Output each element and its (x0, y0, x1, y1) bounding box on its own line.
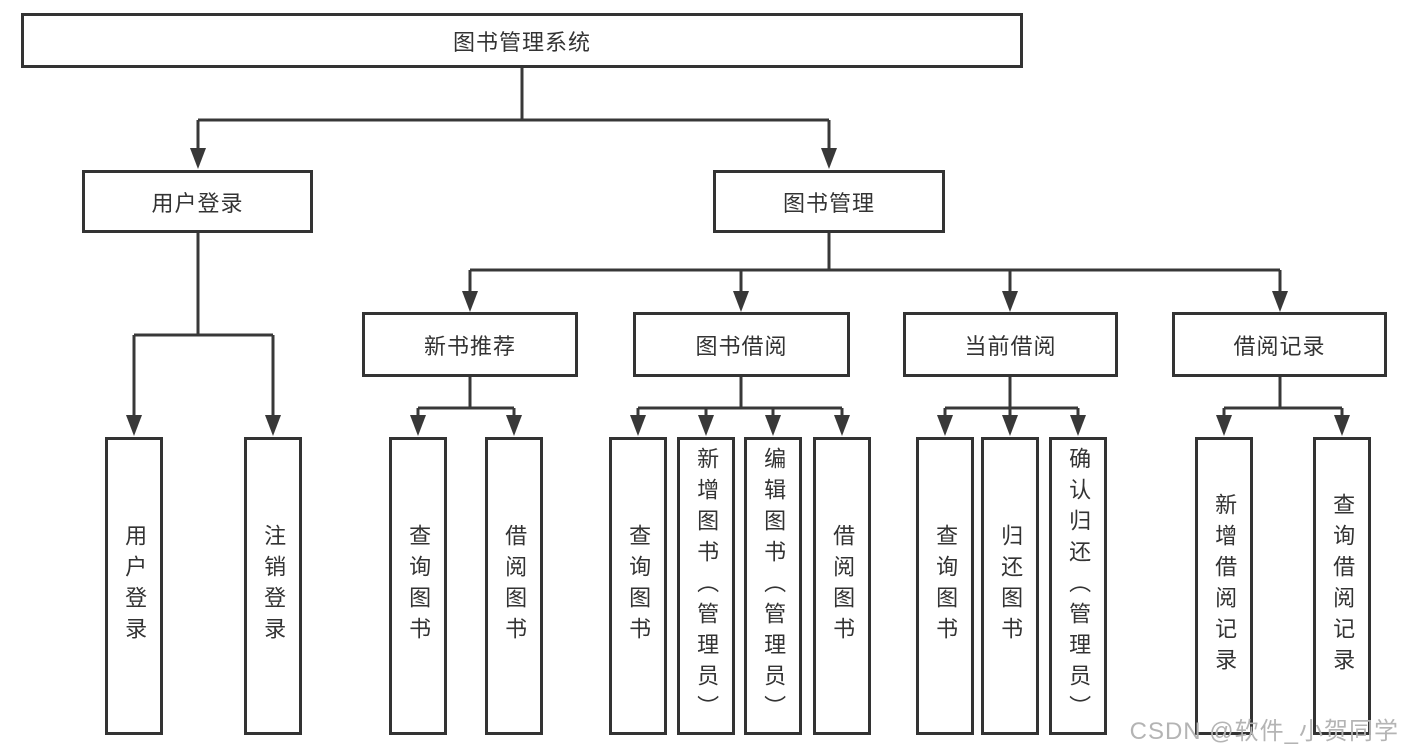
connector-root-to-level2 (196, 68, 831, 155)
node-user-login: 用户登录 (82, 170, 313, 233)
node-root-system: 图书管理系统 (21, 13, 1023, 68)
connector-book-borrow-branch (636, 377, 844, 422)
node-label: 借阅图书 (502, 524, 528, 648)
node-label: 编辑图书（管理员） (761, 446, 787, 726)
node-label: 当前借阅 (964, 333, 1057, 359)
leaf-bb-borrow-books: 借阅图书 (813, 437, 871, 735)
node-label: 注销登录 (261, 524, 287, 648)
node-label: 查询图书 (626, 524, 652, 648)
node-label: 归还图书 (998, 524, 1024, 648)
leaf-logout: 注销登录 (244, 437, 302, 735)
node-label: 新书推荐 (423, 333, 516, 359)
leaf-nb-borrow-books: 借阅图书 (485, 437, 543, 735)
leaf-br-add-record: 新增借阅记录 (1195, 437, 1253, 735)
node-book-borrow: 图书借阅 (633, 312, 850, 377)
node-label: 查询借阅记录 (1330, 493, 1356, 679)
leaf-cb-return-books: 归还图书 (981, 437, 1039, 735)
node-label: 查询图书 (406, 524, 432, 648)
node-label: 用户登录 (151, 190, 244, 216)
arrowhead-icons (126, 148, 1350, 436)
node-label: 图书管理系统 (452, 29, 591, 55)
leaf-bb-edit-books-admin: 编辑图书（管理员） (744, 437, 802, 735)
node-label: 图书管理 (782, 190, 875, 216)
node-label: 用户登录 (122, 524, 148, 648)
leaf-bb-add-books-admin: 新增图书（管理员） (677, 437, 735, 735)
connector-book-mgmt-branch (468, 232, 1282, 298)
node-book-management: 图书管理 (713, 170, 945, 233)
node-new-book-recommend: 新书推荐 (362, 312, 578, 377)
leaf-cb-confirm-return-admin: 确认归还（管理员） (1049, 437, 1107, 735)
leaf-user-login: 用户登录 (105, 437, 163, 735)
leaf-nb-query-books: 查询图书 (389, 437, 447, 735)
leaf-br-query-record: 查询借阅记录 (1313, 437, 1371, 735)
node-label: 新增图书（管理员） (694, 446, 720, 726)
node-current-borrow: 当前借阅 (903, 312, 1118, 377)
node-label: 图书借阅 (695, 333, 788, 359)
node-label: 借阅记录 (1233, 333, 1326, 359)
node-label: 新增借阅记录 (1212, 493, 1238, 679)
leaf-bb-query-books: 查询图书 (609, 437, 667, 735)
connector-borrow-record-branch (1222, 377, 1344, 422)
connector-new-book-branch (416, 377, 516, 422)
node-label: 查询图书 (933, 524, 959, 648)
node-label: 确认归还（管理员） (1066, 446, 1092, 726)
csdn-watermark: CSDN @软件_小贺同学 (1129, 718, 1399, 745)
node-borrow-records: 借阅记录 (1172, 312, 1387, 377)
connector-user-login-branch (132, 233, 275, 422)
node-label: 借阅图书 (830, 524, 856, 648)
leaf-cb-query-books: 查询图书 (916, 437, 974, 735)
